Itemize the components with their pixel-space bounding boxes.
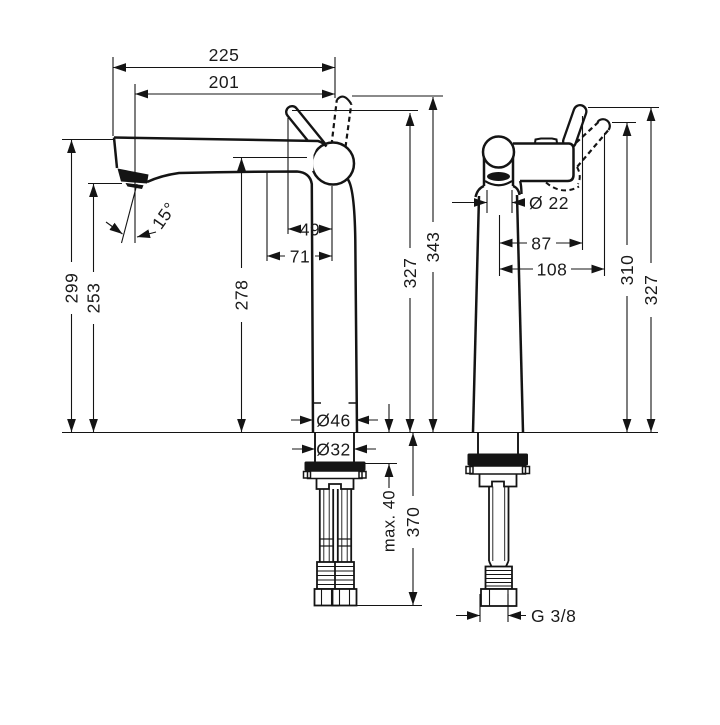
dim-handle-height: 327 <box>641 275 661 306</box>
reference-lines <box>62 431 658 607</box>
dim-spout-reach-overall: 225 <box>209 45 240 65</box>
dim-max-deck-thickness: max. 40 <box>381 490 399 552</box>
spout-body <box>114 137 320 181</box>
angle-callout <box>105 183 157 244</box>
side-view-dimensions <box>62 57 443 605</box>
side-view-faucet <box>112 95 367 607</box>
dim-base-diameter: Ø46 <box>316 411 351 431</box>
front-mounting-hardware <box>465 433 531 488</box>
dim-spout-height: 299 <box>62 273 82 304</box>
front-handle-solid <box>562 104 588 149</box>
spout-outline <box>112 136 359 433</box>
handle-lever-dashed <box>330 95 353 148</box>
handle-mount-ridge <box>534 137 558 144</box>
front-column-body <box>473 194 523 432</box>
dim-handle-span-open: 108 <box>537 260 568 280</box>
dim-inlet-height: 278 <box>232 280 252 311</box>
dim-handle-span: 87 <box>531 234 551 254</box>
dim-handle-height-open: 310 <box>617 255 637 286</box>
front-body-block <box>513 143 574 181</box>
dim-hose-length: 370 <box>403 507 423 538</box>
front-aerator <box>487 172 510 181</box>
dimension-labels: 225 201 299 253 278 343 327 15° 49 71 Ø4… <box>62 45 662 626</box>
dim-height-handle-back: 343 <box>423 232 443 263</box>
dim-height-handle-forward: 327 <box>400 258 420 289</box>
dim-handle-offset: 49 <box>300 220 320 240</box>
front-spout-head <box>481 135 516 169</box>
supply-hoses <box>313 489 358 607</box>
supply-pipe <box>480 486 518 607</box>
ball-joint <box>310 141 356 186</box>
dim-spout-reach: 201 <box>209 72 240 92</box>
dim-connection-thread: G 3/8 <box>531 606 576 626</box>
dim-spout-angle: 15° <box>148 198 180 232</box>
dim-inlet-offset: 71 <box>290 247 310 267</box>
front-view-faucet <box>465 104 611 607</box>
front-view-dimensions <box>452 106 659 622</box>
dim-spout-diameter: Ø 22 <box>529 193 569 213</box>
dim-shank-diameter: Ø32 <box>316 440 351 460</box>
dim-clearance-height: 253 <box>84 283 104 314</box>
side-mounting-hardware <box>302 433 367 490</box>
faucet-column-body <box>311 188 357 432</box>
